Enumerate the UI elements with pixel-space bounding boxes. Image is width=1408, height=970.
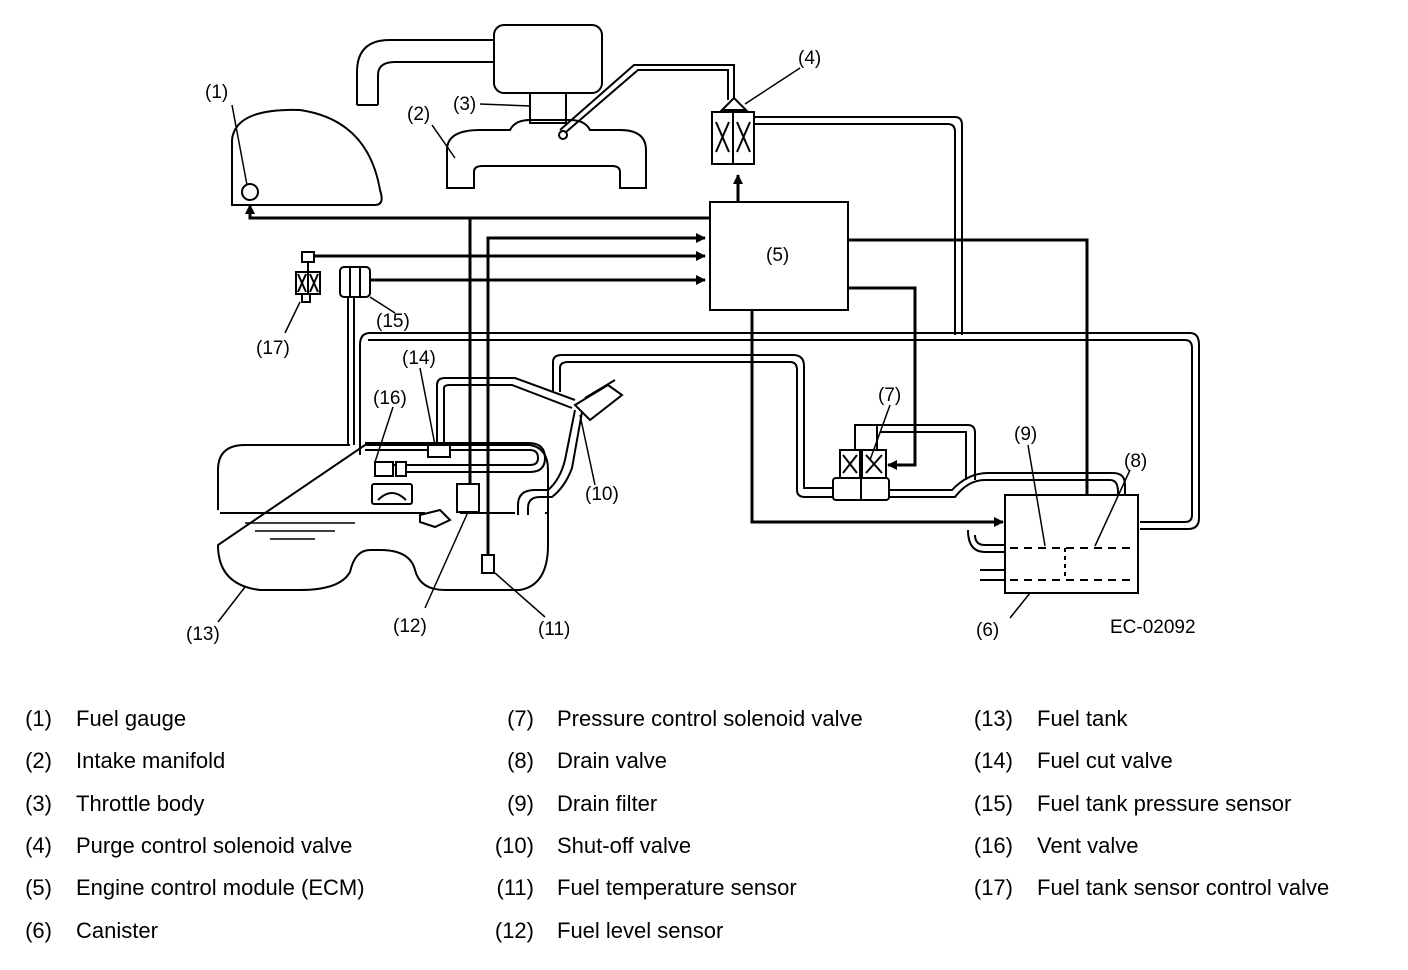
throttle-port xyxy=(558,130,568,140)
legend-item-name: Intake manifold xyxy=(76,748,226,773)
in-tank-components xyxy=(365,379,624,574)
legend-item-name: Fuel cut valve xyxy=(1037,748,1173,773)
legend-item-name: Drain valve xyxy=(557,748,668,773)
purge-line xyxy=(565,69,729,133)
legend-item-name: Fuel level sensor xyxy=(557,918,724,943)
legend-item-number: (14) xyxy=(973,748,1013,773)
legend-item-number: (13) xyxy=(973,706,1013,731)
legend-item-name: Canister xyxy=(76,918,158,943)
callout-1: (1) xyxy=(205,82,228,103)
legend-item-number: (6) xyxy=(25,918,52,943)
fuel-gauge-indicator xyxy=(241,183,259,201)
callout-3: (3) xyxy=(453,94,476,115)
callout-13: (13) xyxy=(186,624,220,645)
vapor-lines xyxy=(359,116,1200,553)
legend-item-name: Drain filter xyxy=(557,791,658,816)
legend-item-number: (3) xyxy=(25,791,52,816)
figure-code: EC-02092 xyxy=(1110,617,1196,638)
fuel-tank-sensor-control-valve xyxy=(295,251,321,303)
callout-15: (15) xyxy=(376,311,410,332)
legend-item-name: Fuel temperature sensor xyxy=(557,875,797,900)
legend-item-name: Fuel tank sensor control valve xyxy=(1037,875,1330,900)
callout-8: (8) xyxy=(1124,451,1147,472)
legend-item-number: (4) xyxy=(25,833,52,858)
pressure-control-solenoid-valve xyxy=(832,424,890,501)
callout-17: (17) xyxy=(256,338,290,359)
fuel-tank-pressure-sensor xyxy=(339,266,371,445)
callout-7: (7) xyxy=(878,385,901,406)
legend-item-name: Fuel tank pressure sensor xyxy=(1037,791,1292,816)
legend-item-number: (5) xyxy=(25,875,52,900)
fuel-gauge-shape xyxy=(231,108,383,206)
legend-item-name: Engine control module (ECM) xyxy=(76,875,365,900)
evap-system-diagram: (1) (2) (3) (4) (5) (6) (7) (8) (9) (10)… xyxy=(186,24,1200,645)
callout-4: (4) xyxy=(798,48,821,69)
legend-item-number: (2) xyxy=(25,748,52,773)
legend-item-name: Vent valve xyxy=(1037,833,1139,858)
callout-12: (12) xyxy=(393,616,427,637)
callout-9: (9) xyxy=(1014,424,1037,445)
legend-item-name: Fuel tank xyxy=(1037,706,1128,731)
signal-lines xyxy=(245,174,1092,560)
legend-item-number: (17) xyxy=(973,875,1013,900)
legend-item-name: Throttle body xyxy=(76,791,205,816)
legend-item-name: Pressure control solenoid valve xyxy=(557,706,863,731)
callout-11: (11) xyxy=(538,619,570,640)
legend-item-number: (7) xyxy=(507,706,534,731)
callout-14: (14) xyxy=(402,348,436,369)
canister xyxy=(980,494,1139,594)
purge-control-solenoid-valve xyxy=(711,96,755,165)
callout-5: (5) xyxy=(766,245,789,266)
legend-item-name: Shut-off valve xyxy=(557,833,692,858)
air-intake xyxy=(356,24,603,124)
legend-item-number: (9) xyxy=(507,791,534,816)
legend-item-name: Fuel gauge xyxy=(76,706,187,731)
callout-10: (10) xyxy=(585,484,619,505)
legend-item-number: (16) xyxy=(973,833,1013,858)
callout-6: (6) xyxy=(976,620,999,641)
legend-item-number: (10) xyxy=(494,833,534,858)
callout-2: (2) xyxy=(407,104,430,125)
intake-manifold-shape xyxy=(446,119,647,189)
fuel-tank xyxy=(216,444,549,591)
ecm-box xyxy=(709,201,849,311)
legend-item-number: (8) xyxy=(507,748,534,773)
legend-item-name: Purge control solenoid valve xyxy=(76,833,353,858)
callout-16: (16) xyxy=(373,388,407,409)
legend-item-number: (12) xyxy=(494,918,534,943)
legend-item-number: (11) xyxy=(496,875,535,900)
legend-item-number: (1) xyxy=(25,706,52,731)
leader-lines xyxy=(217,67,1131,623)
legend-item-number: (15) xyxy=(973,791,1013,816)
